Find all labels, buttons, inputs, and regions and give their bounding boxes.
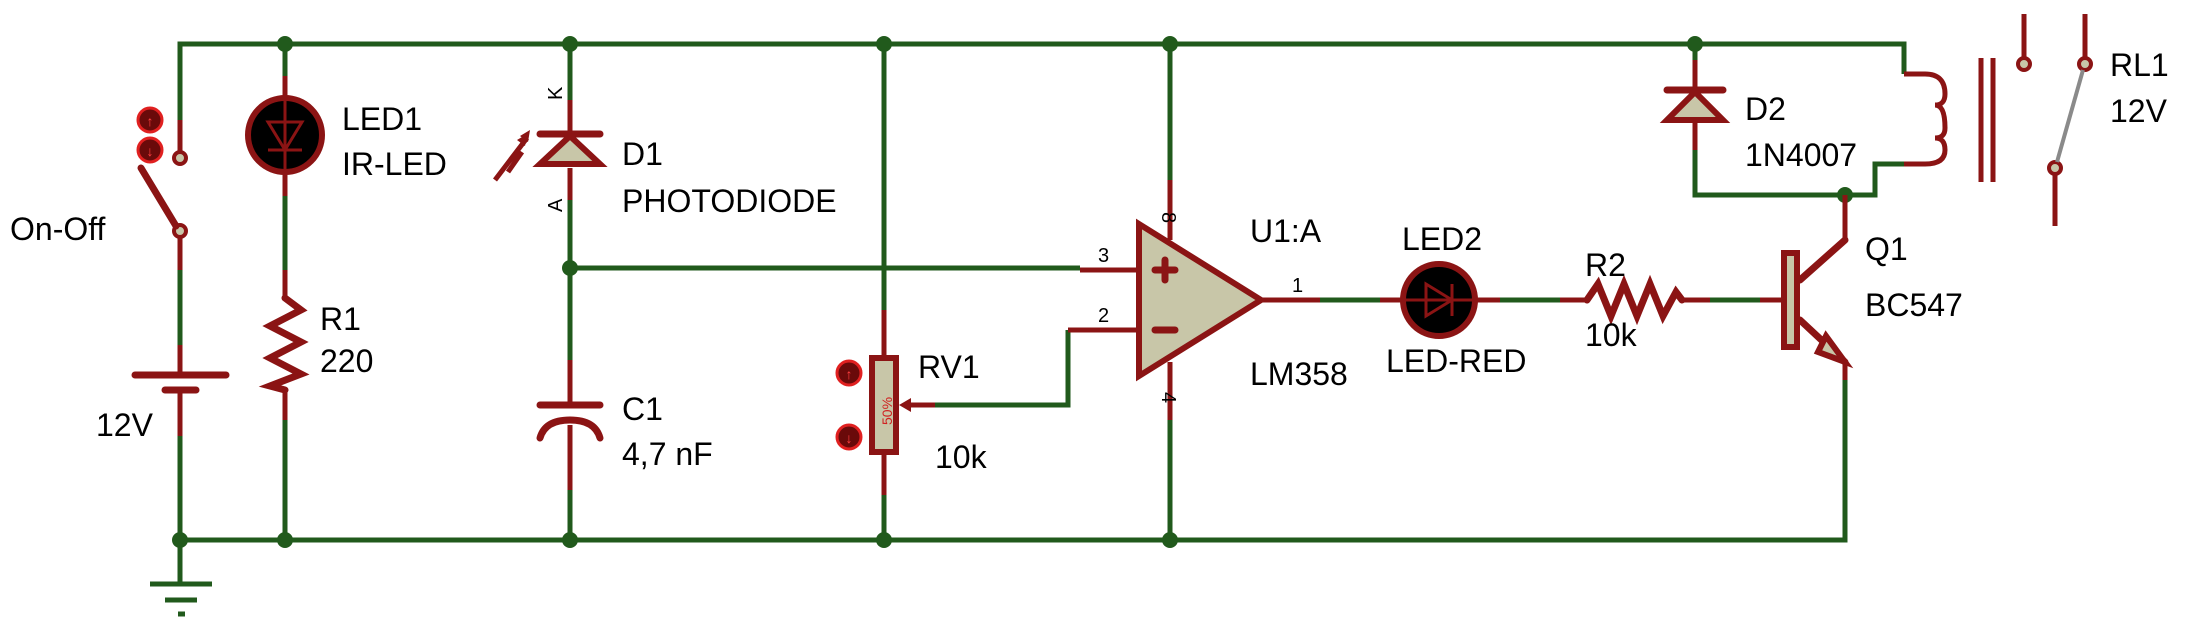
r2-value: 10k	[1585, 317, 1638, 353]
svg-text:↓: ↓	[147, 143, 154, 159]
u1-pin-2: 2	[1098, 305, 1109, 327]
rl1-ref: RL1	[2110, 47, 2169, 83]
svg-text:↑: ↑	[147, 113, 154, 129]
resistor-r1: R1 220	[258, 270, 373, 420]
switch-down-button[interactable]: ↓	[136, 136, 164, 164]
u1-pin-4: 4	[1157, 392, 1179, 403]
battery-value: 12V	[96, 407, 154, 443]
capacitor-c1: C1 4,7 nF	[536, 360, 713, 490]
u1-pin-8: 8	[1157, 212, 1179, 223]
q1-ref: Q1	[1865, 231, 1908, 267]
wires	[177, 41, 1907, 584]
svg-text:↑: ↑	[846, 366, 853, 382]
led1-ref: LED1	[342, 101, 422, 137]
potentiometer-rv1: 50% ↑ ↓ RV1 10k	[835, 310, 988, 495]
u1-ref: U1:A	[1250, 213, 1322, 249]
switch-up-button[interactable]: ↑	[136, 106, 164, 134]
d1-value: PHOTODIODE	[622, 183, 837, 219]
junction-dots	[172, 36, 1853, 548]
diode-d2: D2 1N4007	[1659, 60, 1857, 173]
opamp-u1: 3 2 1 8 4 U1:A LM358	[1068, 180, 1348, 420]
ground-symbol	[150, 581, 212, 617]
rv1-position: 50%	[879, 397, 895, 425]
u1-pin-1: 1	[1292, 275, 1303, 297]
relay-rl1: RL1 12V	[1904, 14, 2169, 226]
rl1-value: 12V	[2110, 93, 2168, 129]
led2-red: LED2 LED-RED	[1380, 221, 1526, 379]
led1-value: IR-LED	[342, 146, 447, 182]
r1-ref: R1	[320, 301, 361, 337]
u1-value: LM358	[1250, 356, 1348, 392]
on-off-switch: ↑ ↓ On-Off	[10, 106, 188, 270]
transistor-q1: Q1 BC547	[1760, 195, 1963, 380]
switch-label: On-Off	[10, 211, 106, 247]
photodiode-d1: K A D1 PHOTODIODE	[493, 86, 837, 219]
resistor-r2: R2 10k	[1560, 247, 1710, 353]
rv1-ref: RV1	[918, 349, 980, 385]
svg-text:↓: ↓	[846, 430, 853, 446]
q1-value: BC547	[1865, 287, 1963, 323]
led2-ref: LED2	[1402, 221, 1482, 257]
d1-pin-a: A	[545, 198, 567, 212]
c1-value: 4,7 nF	[622, 436, 713, 472]
led2-value: LED-RED	[1386, 343, 1526, 379]
d2-ref: D2	[1745, 91, 1786, 127]
led1-ir-led: LED1 IR-LED	[245, 76, 447, 196]
rv1-increase-button[interactable]: ↑	[835, 359, 863, 387]
d1-ref: D1	[622, 136, 663, 172]
battery: 12V	[96, 345, 230, 443]
d1-pin-k: K	[545, 86, 567, 100]
u1-pin-3: 3	[1098, 245, 1109, 267]
rv1-value: 10k	[935, 439, 988, 475]
rv1-decrease-button[interactable]: ↓	[835, 423, 863, 451]
r2-ref: R2	[1585, 247, 1626, 283]
r1-value: 220	[320, 343, 373, 379]
d2-value: 1N4007	[1745, 137, 1857, 173]
c1-ref: C1	[622, 391, 663, 427]
